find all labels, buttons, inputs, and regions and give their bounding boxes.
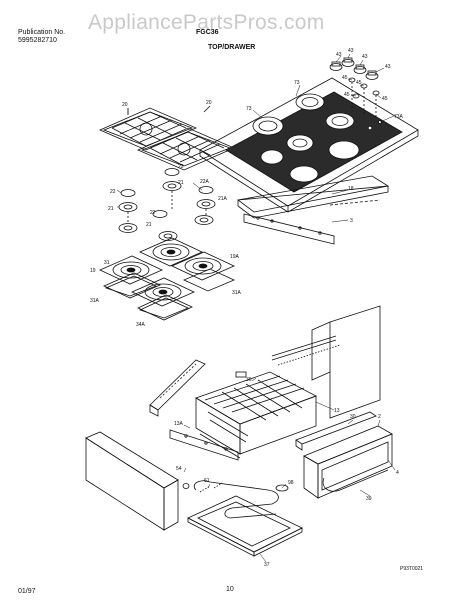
callout-labels: 20 20 73 73 73A 43 43 43 43 45 45 45 45 … bbox=[90, 48, 404, 568]
callout-31a: 31A bbox=[90, 298, 100, 304]
callout-45: 45 bbox=[382, 96, 388, 102]
drawer-slide-rail bbox=[149, 359, 206, 417]
callout-19: 19 bbox=[90, 268, 96, 274]
leader-lines bbox=[116, 53, 396, 563]
broiler-pan bbox=[187, 495, 303, 557]
callout-22a: 22A bbox=[200, 179, 210, 185]
callout-22: 22 bbox=[178, 164, 184, 170]
callout-39: 39 bbox=[366, 496, 372, 502]
burner-grate-right bbox=[137, 127, 235, 171]
callout-21: 21 bbox=[146, 222, 152, 228]
section-title: TOP/DRAWER bbox=[208, 44, 256, 51]
callout-45: 45 bbox=[356, 80, 362, 86]
callout-21a: 21A bbox=[218, 196, 228, 202]
broiler-burner bbox=[182, 480, 289, 519]
callout-73: 73 bbox=[246, 106, 252, 112]
burner-grate-left bbox=[99, 107, 197, 151]
publication-label: Publication No. bbox=[18, 29, 66, 36]
callout-2: 2 bbox=[378, 414, 381, 420]
figure-code: P93T0021 bbox=[400, 566, 424, 572]
callout-73: 73 bbox=[294, 80, 300, 86]
callout-3: 3 bbox=[350, 218, 353, 224]
callout-45: 45 bbox=[342, 75, 348, 81]
callout-21: 21 bbox=[108, 206, 114, 212]
lower-drawer-slide bbox=[169, 429, 239, 461]
drawer-front-panel bbox=[85, 431, 179, 531]
callout-43: 43 bbox=[336, 52, 342, 58]
callout-30: 30 bbox=[350, 414, 356, 420]
control-knobs bbox=[329, 57, 380, 118]
callout-20: 20 bbox=[206, 100, 212, 106]
callout-98: 98 bbox=[288, 480, 294, 486]
watermark: AppliancePartsPros.com bbox=[88, 11, 325, 34]
callout-4: 4 bbox=[396, 470, 399, 476]
callout-43: 43 bbox=[362, 54, 368, 60]
callout-37: 37 bbox=[264, 562, 270, 568]
callout-20: 20 bbox=[122, 102, 128, 108]
callout-43: 43 bbox=[348, 48, 354, 54]
front-rail bbox=[237, 175, 390, 245]
burner-bowls bbox=[99, 237, 235, 321]
page-number: 10 bbox=[226, 586, 234, 593]
callout-45: 45 bbox=[344, 92, 350, 98]
callout-34a: 34A bbox=[136, 322, 146, 328]
callout-22: 22 bbox=[150, 210, 156, 216]
callout-21: 21 bbox=[178, 180, 184, 186]
callout-19a: 19A bbox=[230, 254, 240, 260]
range-side-panel bbox=[271, 305, 381, 419]
diagram-lines bbox=[85, 53, 419, 563]
callout-22: 22 bbox=[110, 189, 116, 195]
cooktop bbox=[199, 77, 419, 213]
callout-31: 31 bbox=[104, 260, 110, 266]
callout-13a: 13A bbox=[174, 421, 184, 427]
callout-36: 36 bbox=[246, 377, 252, 383]
model-number: FGC36 bbox=[196, 29, 219, 36]
publication-number: 5995282710 bbox=[18, 37, 57, 44]
callout-43: 43 bbox=[385, 64, 391, 70]
burner-caps bbox=[118, 168, 216, 241]
callout-73a: 73A bbox=[394, 114, 404, 120]
callout-13: 13 bbox=[334, 408, 340, 414]
callout-54: 54 bbox=[176, 466, 182, 472]
broiler-rack bbox=[195, 371, 317, 459]
callout-18: 18 bbox=[348, 186, 354, 192]
drawer-door bbox=[295, 411, 393, 499]
callout-31a: 31A bbox=[232, 290, 242, 296]
callout-61: 61 bbox=[204, 478, 210, 484]
footer-date: 01/97 bbox=[18, 588, 36, 595]
